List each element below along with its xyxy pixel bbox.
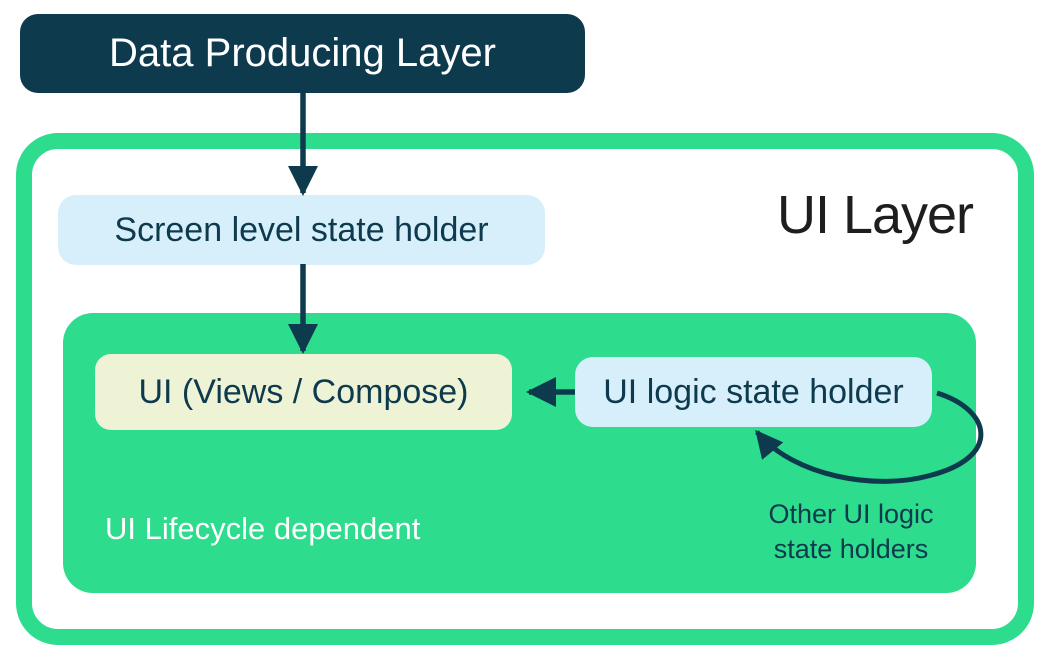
ui-logic-state-holder-box: UI logic state holder <box>575 357 932 427</box>
ui-views-compose-label: UI (Views / Compose) <box>138 372 469 411</box>
ui-layer-title: UI Layer <box>776 185 974 245</box>
data-producing-layer-label: Data Producing Layer <box>109 31 496 75</box>
other-ui-logic-line-2: state holders <box>773 534 929 564</box>
ui-views-compose-box: UI (Views / Compose) <box>95 354 512 430</box>
data-producing-layer-box: Data Producing Layer <box>20 14 585 93</box>
other-ui-logic-state-holders-label: Other UI logic state holders <box>721 497 981 567</box>
ui-lifecycle-dependent-label: UI Lifecycle dependent <box>105 511 421 546</box>
screen-level-state-holder-box: Screen level state holder <box>58 195 545 265</box>
ui-logic-state-holder-label: UI logic state holder <box>603 372 904 411</box>
other-ui-logic-line-1: Other UI logic <box>768 499 934 529</box>
screen-level-state-holder-label: Screen level state holder <box>114 210 489 249</box>
